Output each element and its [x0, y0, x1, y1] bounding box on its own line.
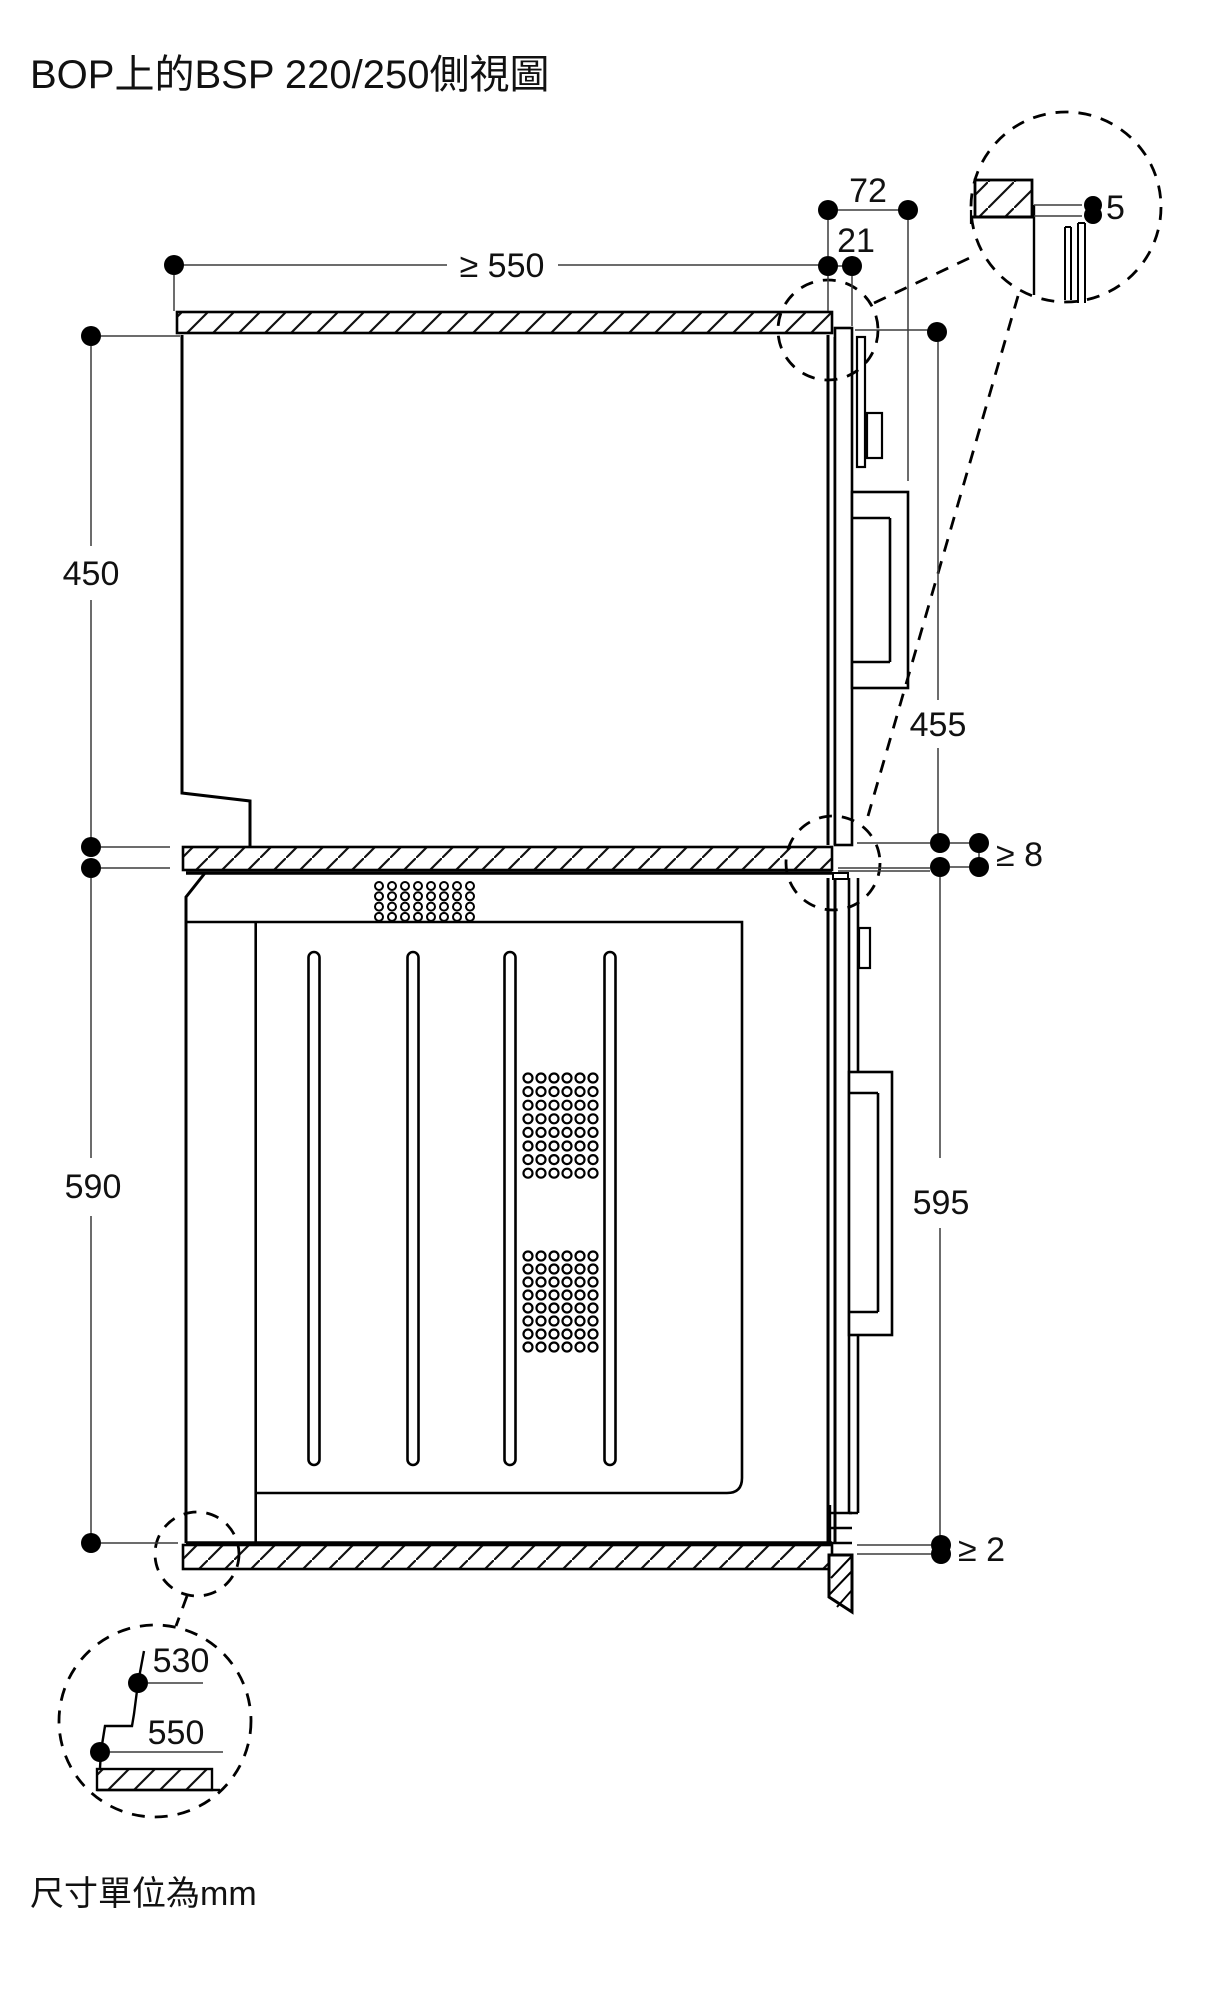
dimension-lines	[90, 204, 1094, 1753]
label-front-depth: 72	[849, 172, 887, 210]
label-bottom-gap: ≥ 2	[958, 1531, 1005, 1569]
middle-shelf-panel	[181, 845, 834, 872]
page-title: BOP上的BSP 220/250側視圖	[30, 53, 550, 97]
detail-circle-mid-junction	[784, 814, 882, 912]
oven-top-vent-grid	[374, 881, 475, 922]
label-floor-depth: 550	[148, 1714, 205, 1752]
units-note: 尺寸單位為mm	[30, 1875, 257, 1913]
oven-rail-slots	[307, 950, 617, 1467]
oven-door-bottom-steps	[828, 1505, 852, 1545]
detail-door-layer2	[1077, 222, 1086, 303]
lower-appliance-bop	[184, 871, 894, 1615]
label-lower-niche-height: 590	[65, 1168, 122, 1206]
oven-back-vent-grid-upper	[522, 1072, 599, 1179]
oven-door-handle	[847, 1070, 894, 1337]
upper-door-inner-panel	[855, 335, 867, 469]
bottom-panel	[181, 1543, 834, 1571]
oven-cavity	[186, 920, 744, 1495]
detail-door-layer1	[1064, 226, 1072, 300]
label-top-gap: 5	[1106, 189, 1125, 227]
label-plinth-recess-depth: 530	[153, 1642, 210, 1680]
dim-line-bottom-gap	[857, 1544, 931, 1555]
oven-back-vent-grid-lower	[522, 1250, 599, 1353]
detail-floor-section	[95, 1767, 214, 1792]
detail-top-content	[969, 178, 1086, 303]
oven-door-bottom-flap	[827, 1553, 854, 1615]
worktop-panel	[175, 310, 834, 335]
oven-top-ledge	[832, 872, 849, 880]
upper-appliance-bsp	[180, 326, 910, 847]
detail-circle-top-magnified	[969, 110, 1163, 304]
dimension-dots	[81, 196, 1102, 1762]
label-upper-front-height: 455	[910, 706, 967, 744]
oven-door-hinge	[857, 926, 872, 970]
detail-circle-bottom-magnified	[57, 1623, 253, 1819]
upper-door-handle	[850, 490, 910, 690]
upper-door-hinge	[865, 411, 884, 460]
leader-bottom	[174, 1595, 189, 1627]
leader-top	[873, 252, 979, 305]
label-door-overhang: 21	[837, 222, 875, 260]
dimension-labels: ≥ 550 72 21 5 450 455 ≥ 8 590 595 ≥ 2 53…	[59, 168, 1129, 1756]
detail-circle-bottom-junction	[153, 1510, 241, 1598]
label-upper-niche-height: 450	[63, 555, 120, 593]
detail-worktop-section	[973, 178, 1034, 219]
upper-door-panel	[833, 326, 854, 847]
label-middle-gap: ≥ 8	[996, 836, 1043, 874]
detail-markers	[57, 110, 1163, 1819]
label-lower-front-height: 595	[913, 1184, 970, 1222]
label-niche-depth: ≥ 550	[460, 247, 545, 285]
